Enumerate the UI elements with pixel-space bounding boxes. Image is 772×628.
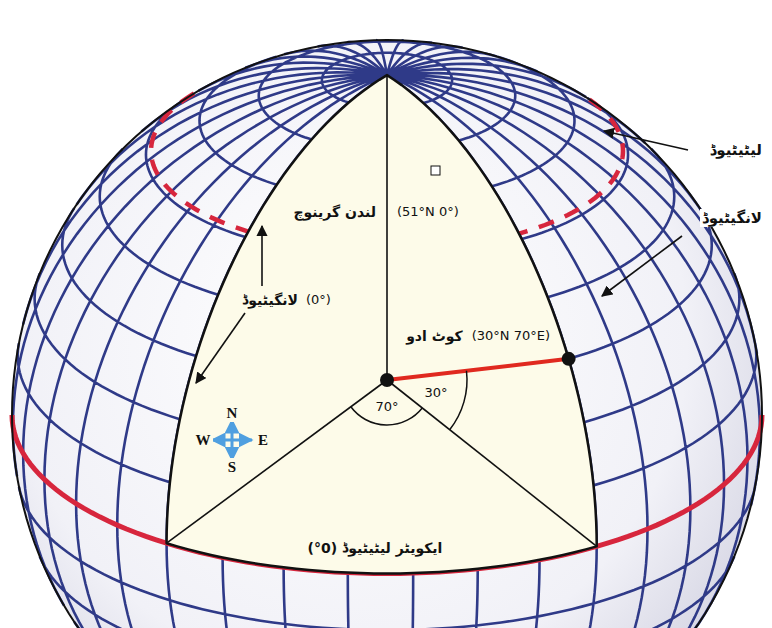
compass-letter: E: [256, 431, 270, 449]
place-name: لندن گرینوچ: [291, 204, 378, 221]
coordinate-label: (30°N 70°E): [470, 328, 552, 344]
leader-arrow: [196, 313, 245, 383]
compass-letter: W: [194, 431, 213, 449]
axis-label: لانگیٹیوڈ: [240, 292, 300, 309]
compass-letter: S: [226, 458, 238, 476]
coordinate-label: (0°): [304, 292, 333, 308]
axis-label: لانگیٹیوڈ: [700, 209, 764, 227]
axis-label: لیٹیٹیوڈ: [708, 141, 764, 159]
coordinate-label: (51°N 0°): [395, 204, 461, 220]
square-marker: [431, 166, 440, 175]
angle-arc: [450, 371, 467, 430]
radius-line: [386, 75, 388, 380]
angle-label: 70°: [373, 399, 400, 415]
leader-arrow: [602, 236, 682, 296]
globe-outline: [12, 40, 762, 628]
graticule-lines: [12, 40, 762, 628]
leader-arrow: [604, 131, 688, 150]
location-dot: [562, 352, 576, 366]
compass-letter: N: [225, 404, 240, 422]
latitude-radius: [387, 359, 569, 380]
compass-arrow: [231, 420, 234, 460]
earth-centre-dot: [380, 373, 394, 387]
radius-line: [167, 380, 387, 543]
cutaway-wedge: [167, 75, 597, 573]
globe-surface: [12, 40, 762, 628]
place-name: کوٹ ادو: [404, 328, 465, 345]
radius-line: [387, 380, 597, 546]
equator-label: ایکویٹر لیٹیٹیوڈ (0°): [306, 540, 445, 557]
angle-label: 30°: [422, 385, 449, 401]
leader-arrow: [261, 226, 263, 286]
